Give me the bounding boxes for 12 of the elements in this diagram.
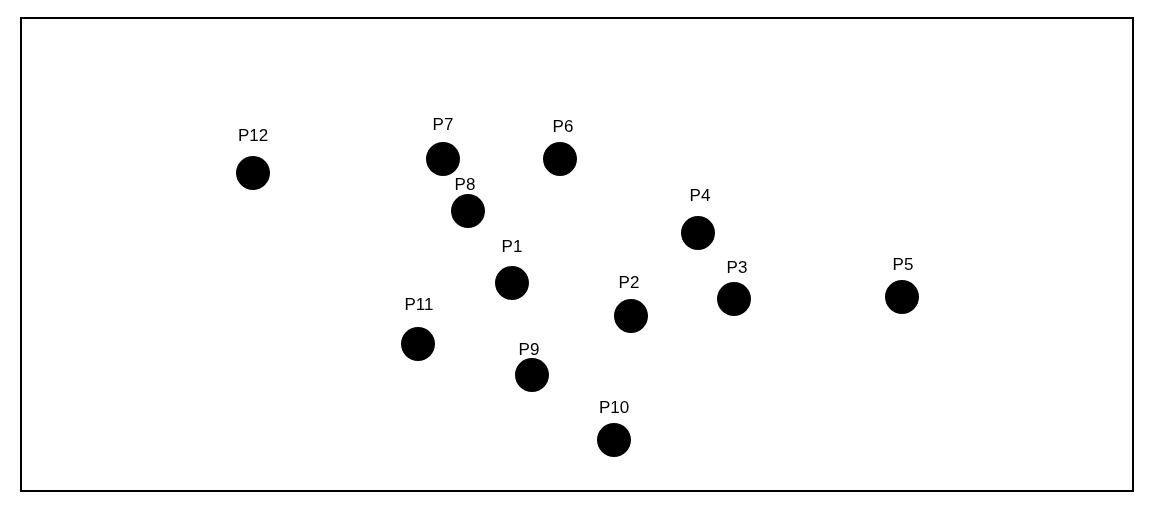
point-label: P9: [518, 340, 540, 360]
point-label: P8: [454, 175, 476, 195]
point-label: P5: [892, 255, 914, 275]
point-label: P12: [237, 126, 269, 146]
point-label: P7: [432, 115, 454, 135]
point-label: P2: [618, 273, 640, 293]
point-label: P10: [598, 398, 630, 418]
point-label: P11: [404, 295, 434, 315]
point-label: P3: [726, 258, 748, 278]
point-label: P6: [552, 117, 574, 137]
point-label: P1: [501, 237, 523, 257]
point-label: P4: [689, 186, 711, 206]
